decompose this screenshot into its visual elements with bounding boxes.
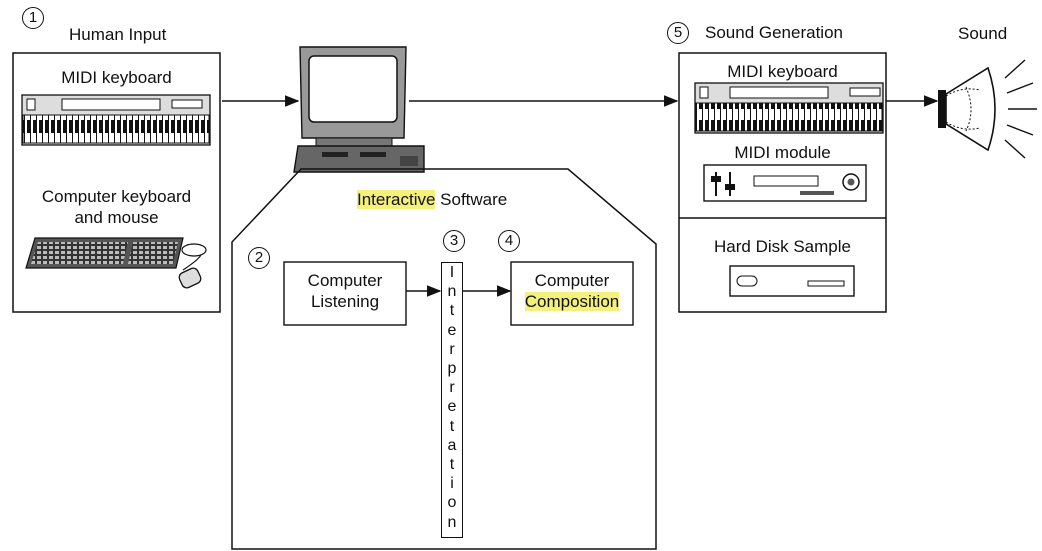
interpretation-letter: e	[447, 321, 457, 339]
computer-listening-line1: Computer	[307, 271, 383, 290]
interpretation-letter: a	[447, 436, 457, 454]
step-4-badge: 4	[498, 230, 520, 252]
sound-title: Sound	[958, 24, 1008, 43]
output-midi-keyboard-icon	[694, 82, 884, 134]
human-input-title: Human Input	[69, 25, 167, 44]
midi-module-label: MIDI module	[734, 143, 831, 162]
speaker-icon	[938, 59, 1037, 159]
sound-generation-title: Sound Generation	[705, 23, 843, 42]
step-3-badge: 3	[443, 230, 465, 252]
hard-disk-icon	[729, 265, 855, 297]
sound-generation-panel	[678, 52, 887, 313]
computer-listening-line2: Listening	[310, 292, 380, 311]
interpretation-letter: n	[447, 513, 457, 531]
interpretation-letter: r	[449, 340, 455, 358]
step-5-badge: 5	[667, 22, 689, 44]
midi-keyboard-label: MIDI keyboard	[61, 68, 172, 87]
computer-composition-line2: Composition	[524, 292, 620, 311]
step-2-badge: 2	[248, 247, 270, 269]
software-word: Software	[435, 190, 508, 209]
mouse-icon	[178, 243, 207, 289]
interpretation-letter: o	[447, 494, 457, 512]
interactive-software-panel	[231, 168, 657, 550]
computer-listening-box	[283, 261, 407, 326]
interpretation-letter: i	[450, 475, 454, 493]
interpretation-letter: I	[449, 264, 455, 281]
computer-composition-line2-wrap: Composition	[511, 292, 633, 312]
interactive-software-title: Interactive Software	[357, 190, 507, 210]
midi-module-icon	[703, 164, 867, 202]
computer-icon	[293, 46, 425, 173]
human-input-panel	[12, 52, 221, 313]
interactive-highlight: Interactive	[357, 190, 436, 209]
hard-disk-sample-label: Hard Disk Sample	[714, 237, 851, 256]
computer-keyboard-icon	[25, 237, 184, 269]
interpretation-letter: p	[447, 360, 457, 378]
computer-keyboard-label-line2: and mouse	[74, 208, 159, 227]
computer-composition-line1: Computer	[534, 271, 610, 290]
interpretation-letter: t	[449, 417, 455, 435]
output-midi-keyboard-label: MIDI keyboard	[727, 62, 838, 81]
interpretation-letter: t	[449, 302, 455, 320]
interpretation-letter: r	[449, 379, 455, 397]
computer-keyboard-label-line1: Computer keyboard	[41, 187, 192, 206]
interpretation-letter: e	[447, 398, 457, 416]
step-1-badge: 1	[22, 7, 44, 29]
interpretation-letter: n	[447, 283, 457, 301]
interpretation-letter: t	[449, 456, 455, 474]
midi-keyboard-icon	[21, 94, 211, 146]
